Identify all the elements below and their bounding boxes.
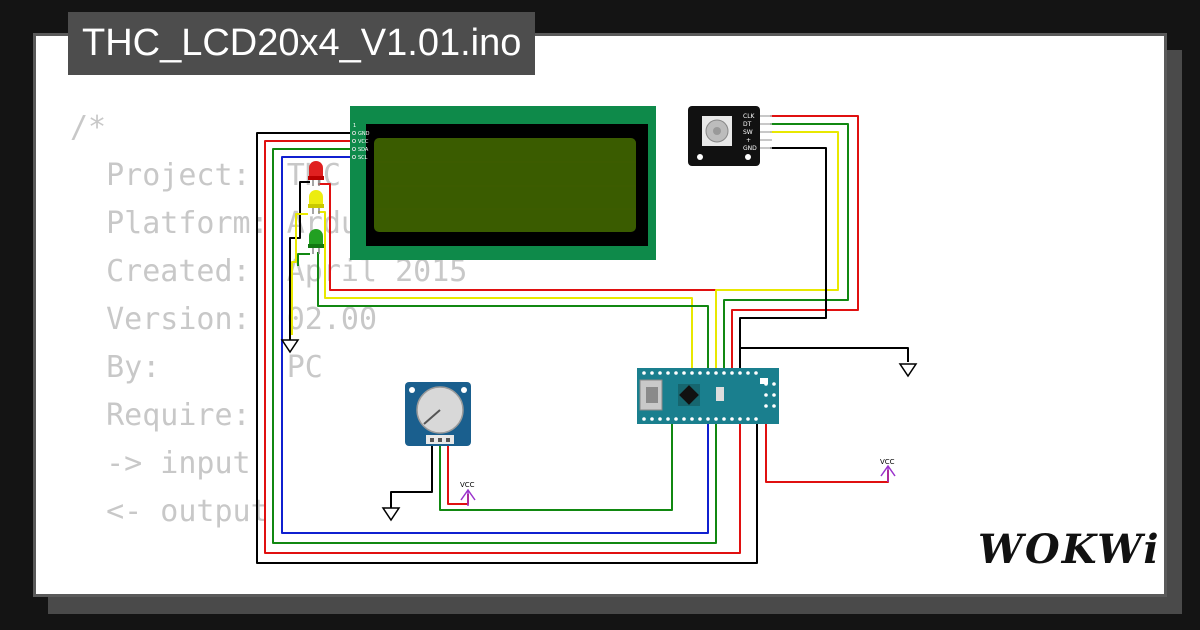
header-pins-top <box>642 371 758 375</box>
code-line: By: PC <box>70 350 323 385</box>
code-line: <- output <box>70 494 269 529</box>
wokwi-logo: WOKWi <box>978 526 1161 573</box>
wire-lcd-vcc <box>264 140 741 554</box>
wire-led-green-aux <box>297 253 310 266</box>
wire-enc-clk <box>731 115 859 368</box>
encoder-pin-label: DT <box>743 121 752 128</box>
encoder-pin-label: + <box>746 137 751 144</box>
code-line: Version: 02.00 <box>70 302 378 337</box>
wire-enc-dt <box>723 123 849 368</box>
lcd-pin-label: SCL <box>358 155 368 161</box>
lcd-display: 1 GND VCC SDA SCL <box>350 106 656 260</box>
lcd-pin-label: SDA <box>358 147 369 153</box>
potentiometer <box>405 382 471 446</box>
wire-arduino-gnd <box>739 347 909 368</box>
wire-pot-gnd <box>390 444 433 508</box>
wire-pot-wiper <box>439 412 673 511</box>
arduino-nano <box>637 368 779 424</box>
led-red <box>308 161 324 186</box>
lcd-pin-label: GND <box>358 131 370 137</box>
header-pins-bottom <box>642 417 758 421</box>
code-line: Require: <box>70 398 251 433</box>
vcc-label: VCC <box>460 481 475 489</box>
encoder-pin-label: CLK <box>743 113 756 120</box>
wire-lcd-scl <box>281 156 709 534</box>
wire-led-ground <box>289 181 310 340</box>
vcc-symbol-pot: VCC <box>460 481 476 506</box>
code-line: -> input <box>70 446 251 481</box>
rotary-encoder: CLK DT SW + GND <box>688 106 772 166</box>
wire-lcd-sda <box>272 148 717 544</box>
wire-arduino-5v <box>765 412 889 483</box>
led-green <box>308 229 324 254</box>
ground-symbol <box>381 507 401 522</box>
led-yellow <box>308 190 324 214</box>
wire-lcd-gnd <box>256 132 758 564</box>
wire-led-green <box>317 252 709 368</box>
wire-enc-gnd <box>739 147 827 368</box>
ground-symbol <box>280 339 300 354</box>
wire-enc-sw <box>715 131 839 368</box>
file-title: THC_LCD20x4_V1.01.ino <box>68 12 536 75</box>
encoder-pin-label: GND <box>743 145 757 152</box>
encoder-pin-label: SW <box>743 129 753 136</box>
lcd-pin-label: VCC <box>358 139 369 145</box>
wire-led-yellow <box>318 211 693 368</box>
code-line: ... <box>70 590 305 594</box>
vcc-symbol-arduino: VCC <box>880 458 896 482</box>
ground-symbol <box>898 363 918 378</box>
code-line: /* <box>70 110 107 145</box>
wire-led-yellow-aux <box>291 213 308 335</box>
vcc-label: VCC <box>880 458 895 466</box>
lcd-pin-label: 1 <box>353 123 356 129</box>
